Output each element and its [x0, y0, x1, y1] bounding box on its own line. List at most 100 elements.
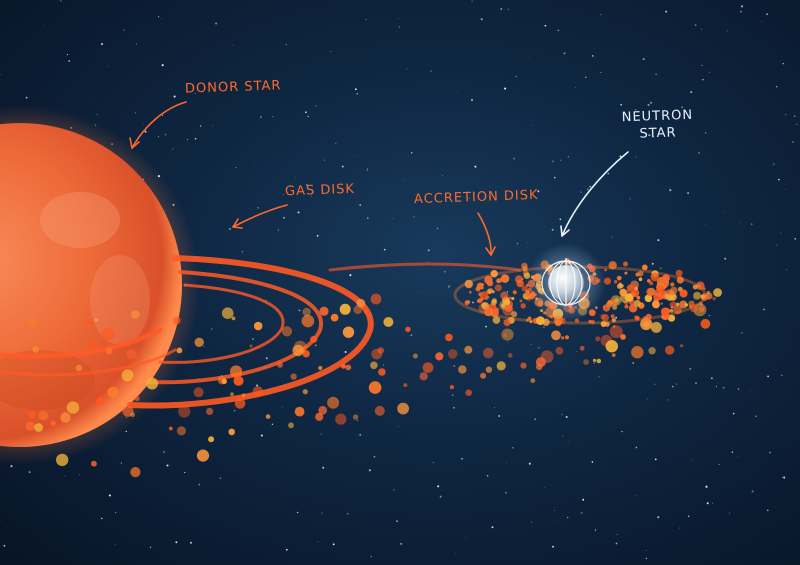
gas-particle: [503, 333, 508, 338]
star-dot: [296, 511, 299, 514]
star-dot: [597, 405, 598, 407]
accretion-particle: [650, 272, 660, 282]
star-dot: [359, 204, 362, 206]
star-dot: [164, 133, 167, 136]
gas-particle: [507, 353, 513, 358]
accretion-particle: [611, 300, 618, 307]
star-dot: [587, 188, 589, 191]
star-dot: [737, 388, 740, 390]
accretion-particle: [636, 295, 641, 300]
star-dot: [366, 169, 368, 172]
gas-particle: [107, 386, 119, 398]
gas-particle: [60, 412, 71, 423]
star-dot: [500, 8, 503, 10]
star-dot: [567, 441, 569, 443]
accretion-particle: [689, 305, 693, 309]
accretion-particle: [619, 288, 627, 297]
accretion-particle: [536, 316, 545, 326]
star-dot: [585, 76, 587, 79]
star-dot: [10, 465, 13, 468]
accretion-particle: [676, 276, 684, 284]
star-dot: [79, 474, 81, 476]
gas-particle: [234, 398, 246, 409]
star-dot: [634, 109, 637, 111]
gas-particle: [648, 347, 656, 355]
accretion-particle: [684, 303, 689, 307]
accretion-particle: [514, 275, 523, 284]
accretion-particle: [623, 261, 628, 267]
gas-particle: [397, 402, 409, 415]
accretion-particle: [504, 299, 511, 306]
star-dot: [229, 228, 231, 230]
accretion-particle: [486, 280, 494, 287]
gas-particle: [592, 358, 597, 362]
star-dot: [177, 8, 178, 10]
gas-particle: [377, 347, 384, 354]
star-dot: [366, 168, 368, 170]
accretion-particle: [469, 290, 472, 294]
star-dot: [367, 217, 369, 219]
star-dot: [750, 223, 753, 225]
gas-particle: [370, 361, 378, 370]
star-dot: [447, 286, 450, 289]
gas-particle: [194, 337, 204, 347]
star-dot: [563, 52, 566, 55]
star-dot: [483, 533, 485, 535]
gas-particle: [121, 369, 134, 382]
star-dot: [534, 418, 537, 421]
star-dot: [498, 415, 501, 417]
accretion-particle: [490, 270, 498, 278]
gas-particle: [370, 293, 382, 305]
gas-particle: [196, 449, 210, 462]
star-dot: [709, 315, 711, 317]
accretion-particle: [669, 308, 674, 313]
star-dot: [398, 425, 399, 427]
star-dot: [232, 44, 234, 46]
accretion-particle: [675, 269, 683, 277]
star-dot: [687, 515, 690, 518]
star-dot: [257, 207, 259, 209]
star-dot: [307, 115, 309, 118]
star-dot: [395, 68, 396, 70]
gas-particle: [501, 328, 514, 341]
accretion-particle: [464, 300, 470, 306]
accretion-particle: [601, 314, 609, 322]
star-dot: [582, 498, 585, 501]
star-dot: [198, 483, 201, 486]
gas-particle: [302, 307, 311, 317]
star-dot: [722, 386, 725, 389]
star-dot: [320, 433, 322, 435]
gas-particle: [230, 365, 243, 378]
star-dot: [766, 509, 769, 512]
star-dot: [125, 430, 127, 433]
accretion-particle: [508, 296, 512, 300]
gas-particle: [96, 396, 106, 406]
accretion-particle: [475, 286, 481, 292]
accretion-particle: [519, 299, 523, 303]
accretion-particle: [649, 281, 654, 286]
star-dot: [724, 210, 726, 212]
star-dot: [100, 517, 103, 520]
gas-particle: [611, 353, 616, 357]
star-dot: [782, 62, 785, 65]
gas-particle: [252, 386, 263, 397]
star-dot: [657, 516, 660, 519]
star-dot: [551, 228, 554, 231]
star-dot: [662, 353, 664, 354]
accretion-particle: [520, 303, 526, 309]
star-dot: [120, 462, 122, 464]
star-dot: [621, 431, 623, 433]
gas-particle: [620, 334, 626, 340]
star-dot: [669, 187, 671, 189]
gas-particle: [378, 368, 386, 376]
gas-particle: [315, 412, 324, 421]
star-dot: [739, 221, 741, 223]
gas-particle: [228, 428, 235, 436]
accretion-particle: [696, 281, 705, 291]
star-dot: [115, 512, 117, 514]
gas-particle: [318, 365, 323, 371]
star-dot: [711, 377, 713, 380]
accretion-particle: [487, 288, 494, 294]
star-dot: [729, 512, 731, 514]
gas-particle: [281, 326, 293, 337]
